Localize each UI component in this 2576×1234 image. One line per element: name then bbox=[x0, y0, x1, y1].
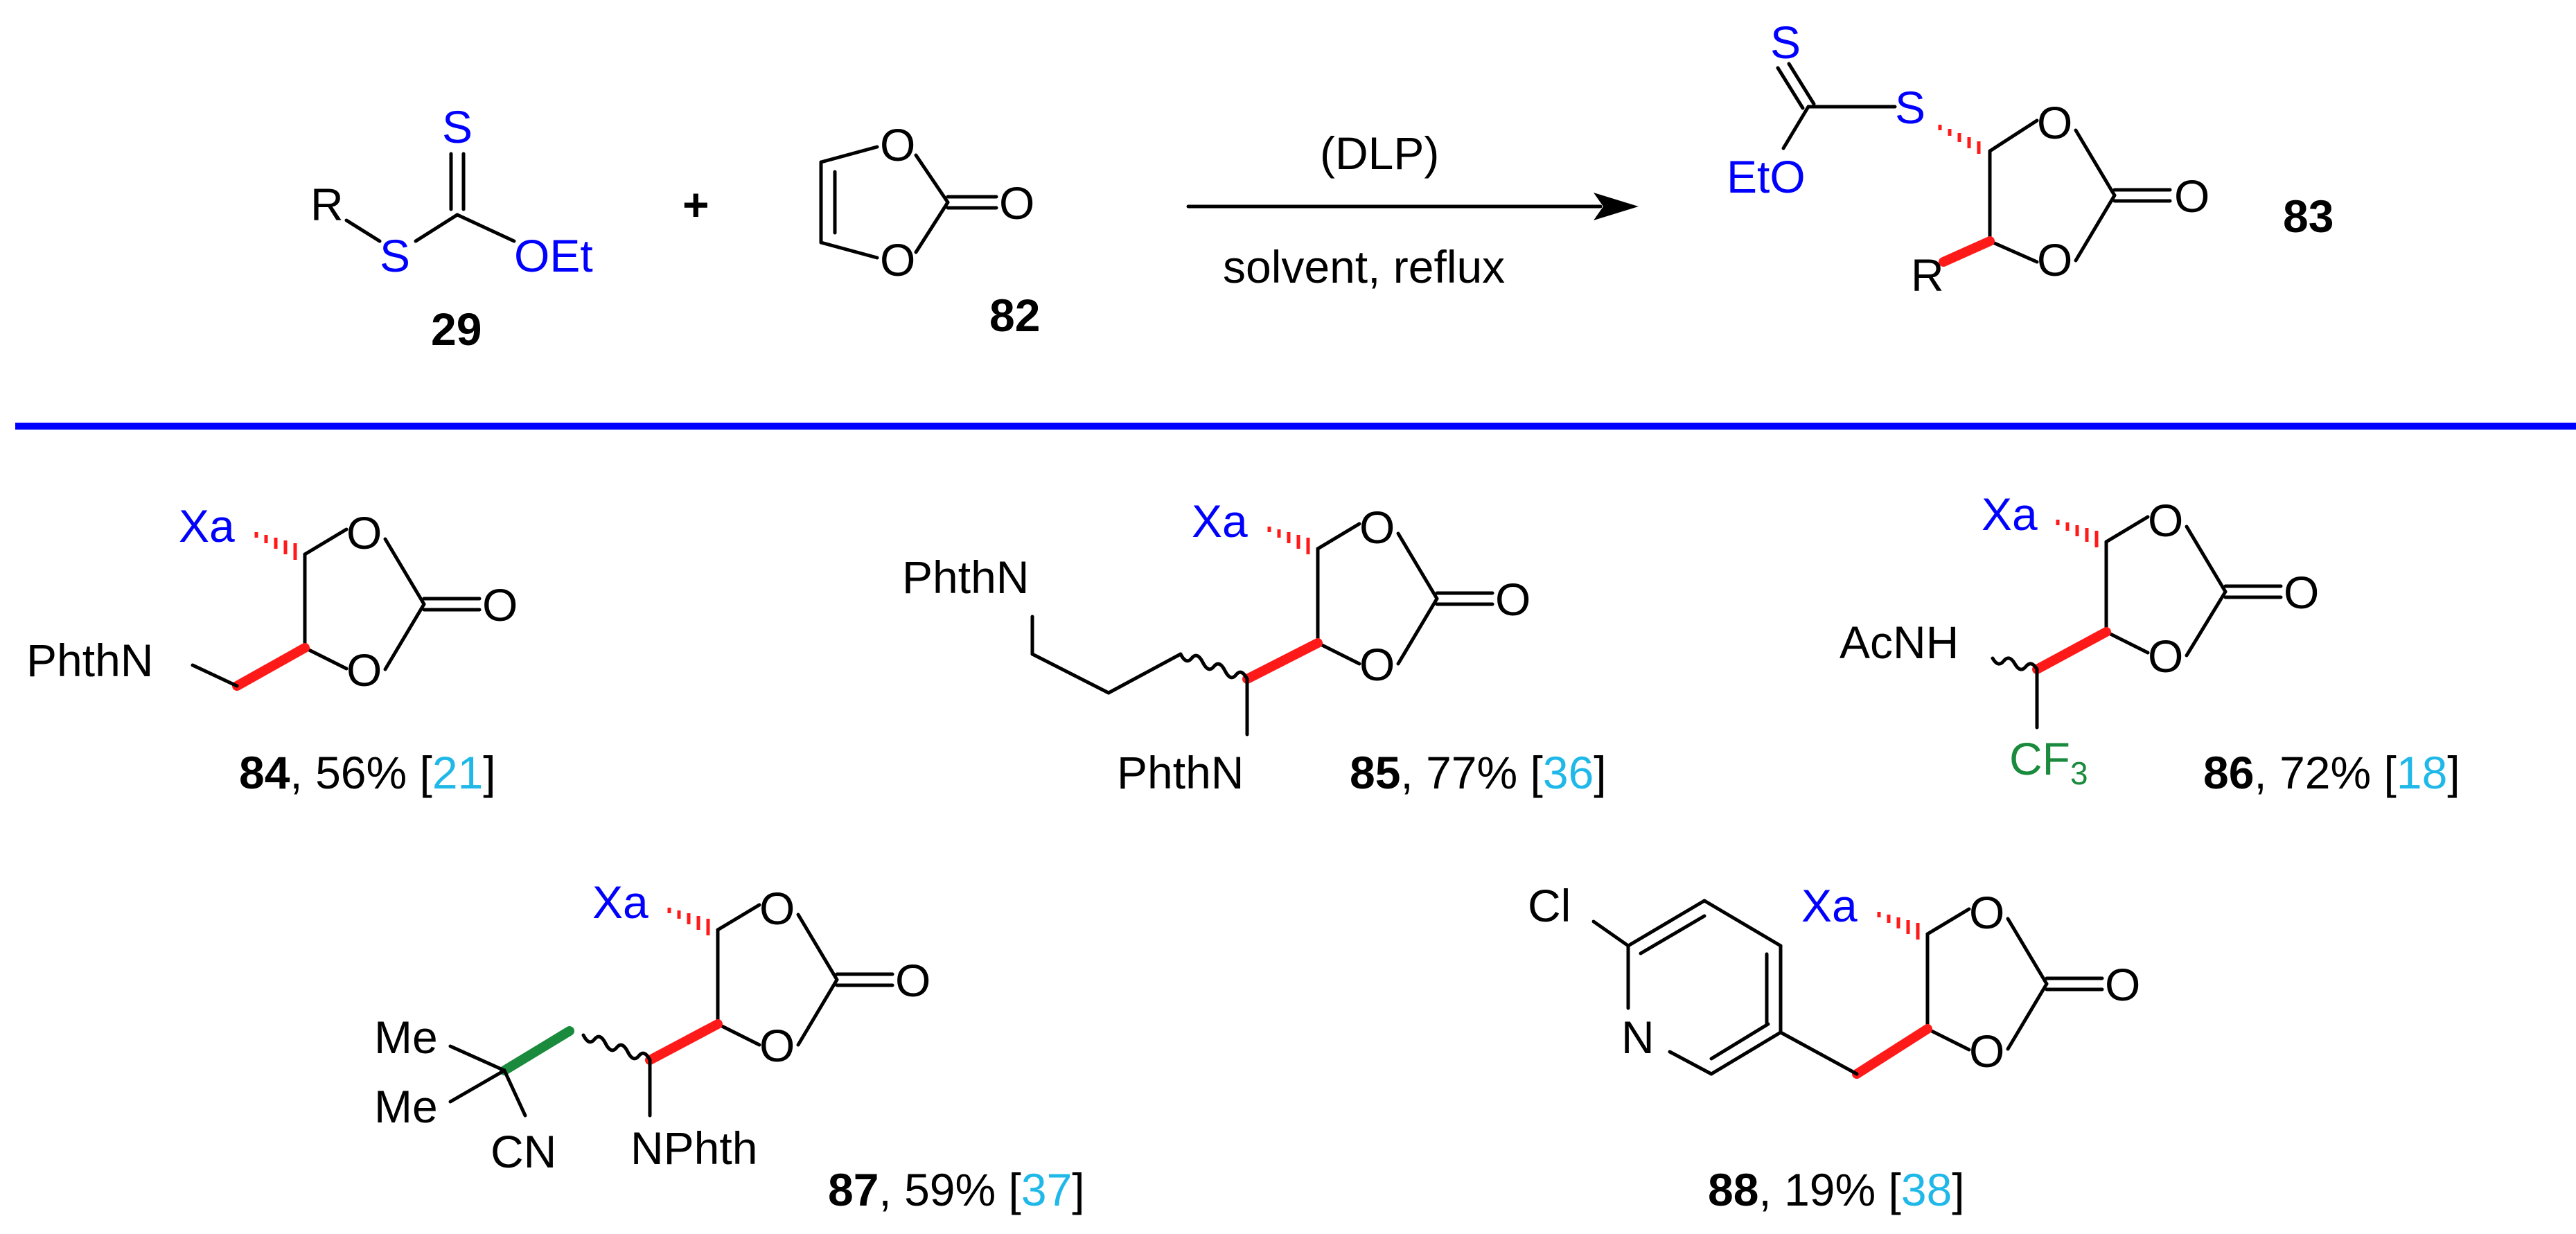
ring-oxygen-2: O bbox=[1969, 1025, 2004, 1077]
ring-oxygen-1: O bbox=[346, 507, 382, 558]
xanthate-label: Xa bbox=[1982, 488, 2038, 540]
phthalimide-label: PhthN bbox=[26, 635, 153, 686]
pyridine-ring bbox=[1591, 899, 1783, 1076]
plus-sign: + bbox=[682, 179, 709, 230]
product-ring-oxygen-2: O bbox=[2037, 234, 2072, 285]
product-83: S EtO S O O O R 83 bbox=[1727, 17, 2334, 301]
nitrile-label: CN bbox=[491, 1126, 556, 1177]
example-86: Xa O O O AcNH CF3 86, 72% [18] bbox=[1840, 488, 2460, 798]
example-88: Xa O O O Cl bbox=[1528, 880, 2140, 1215]
compound-number-29: 29 bbox=[431, 303, 482, 355]
compound-caption: 88, 19% [38] bbox=[1708, 1164, 1965, 1215]
product-ring-oxygen-1: O bbox=[2037, 97, 2072, 148]
reference-link: 37 bbox=[1021, 1164, 1072, 1215]
reactant-vinylene-carbonate-82: O O O 82 bbox=[819, 119, 1040, 341]
stereo-hashed-bond bbox=[667, 908, 710, 935]
phthalimide-label-upper: PhthN bbox=[902, 552, 1029, 603]
reagent-dlp: (DLP) bbox=[1320, 127, 1439, 179]
stereo-hashed-bond bbox=[2056, 520, 2099, 547]
ring-oxygen-2: O bbox=[2148, 631, 2183, 682]
compound-number-83: 83 bbox=[2283, 191, 2334, 242]
wavy-bond bbox=[1179, 652, 1249, 681]
product-r-group: R bbox=[1911, 249, 1944, 301]
stereo-hashed-bond bbox=[1877, 912, 1920, 940]
example-84: Xa O O O PhthN 84, 56% [21] bbox=[26, 500, 518, 798]
ring-oxygen-1: O bbox=[1359, 502, 1395, 553]
thione-s-label: S bbox=[442, 101, 473, 152]
carbonyl-oxygen: O bbox=[895, 955, 930, 1006]
wavy-bond bbox=[581, 1033, 652, 1062]
compound-number-82: 82 bbox=[989, 290, 1040, 341]
stereo-hashed-bond bbox=[1267, 527, 1310, 554]
chloro-label: Cl bbox=[1528, 880, 1571, 931]
phthalimide-label: NPhth bbox=[630, 1122, 757, 1174]
carbonyl-oxygen: O bbox=[1495, 574, 1530, 625]
stereo-hashed-bond bbox=[254, 532, 297, 560]
ethoxy-label: OEt bbox=[514, 230, 593, 281]
product-thione-s: S bbox=[1770, 17, 1801, 68]
ring-oxygen-2: O bbox=[759, 1020, 795, 1071]
reference-link: 21 bbox=[432, 747, 483, 798]
acetamide-label: AcNH bbox=[1840, 617, 1959, 668]
ring-oxygen-1: O bbox=[1969, 887, 2004, 938]
r-group-label: R bbox=[310, 179, 344, 230]
compound-caption: 86, 72% [18] bbox=[2203, 747, 2460, 798]
stereo-hashed-bond bbox=[1938, 125, 1981, 154]
compound-caption: 85, 77% [36] bbox=[1350, 747, 1607, 798]
conditions-label: solvent, reflux bbox=[1223, 241, 1505, 292]
product-link-s: S bbox=[1895, 82, 1925, 133]
xanthate-label: Xa bbox=[179, 500, 235, 552]
reference-link: 18 bbox=[2397, 747, 2447, 798]
reference-link: 36 bbox=[1543, 747, 1594, 798]
xanthate-label: Xa bbox=[1801, 880, 1858, 931]
ring-oxygen-2: O bbox=[880, 234, 915, 285]
reference-link: 38 bbox=[1901, 1164, 1952, 1215]
trifluoromethyl-label: CF3 bbox=[2009, 733, 2088, 791]
ring-oxygen-2: O bbox=[346, 644, 382, 696]
product-ethoxy: EtO bbox=[1727, 151, 1806, 202]
carbonyl-oxygen: O bbox=[482, 579, 518, 631]
pyridine-nitrogen: N bbox=[1621, 1012, 1655, 1063]
thioether-s-label: S bbox=[380, 230, 410, 281]
wavy-bond bbox=[1991, 656, 2039, 671]
ring-oxygen-1: O bbox=[759, 883, 795, 934]
ring-oxygen-2: O bbox=[1359, 639, 1395, 690]
compound-caption: 84, 56% [21] bbox=[239, 747, 496, 798]
reactant-xanthate-29: R S S OEt 29 bbox=[310, 101, 593, 355]
carbonyl-oxygen: O bbox=[999, 177, 1034, 229]
compound-caption: 87, 59% [37] bbox=[828, 1164, 1085, 1215]
ring-oxygen-1: O bbox=[880, 119, 915, 170]
carbonyl-oxygen: O bbox=[2105, 959, 2140, 1010]
ring-oxygen-1: O bbox=[2148, 495, 2183, 546]
product-carbonyl-oxygen: O bbox=[2174, 170, 2209, 222]
example-87: Xa O O O Me Me CN NPhth 87, 59% [37] bbox=[374, 876, 1085, 1215]
carbonyl-oxygen: O bbox=[2284, 567, 2319, 618]
reaction-arrow: (DLP) solvent, reflux bbox=[1186, 127, 1639, 292]
xanthate-label: Xa bbox=[1192, 495, 1248, 547]
phthalimide-label-lower: PhthN bbox=[1117, 747, 1244, 798]
example-85: Xa O O O PhthN PhthN 85, 77% [36] bbox=[902, 495, 1607, 798]
xanthate-label: Xa bbox=[592, 876, 649, 928]
methyl-label-1: Me bbox=[374, 1012, 438, 1063]
methyl-label-2: Me bbox=[374, 1081, 438, 1132]
